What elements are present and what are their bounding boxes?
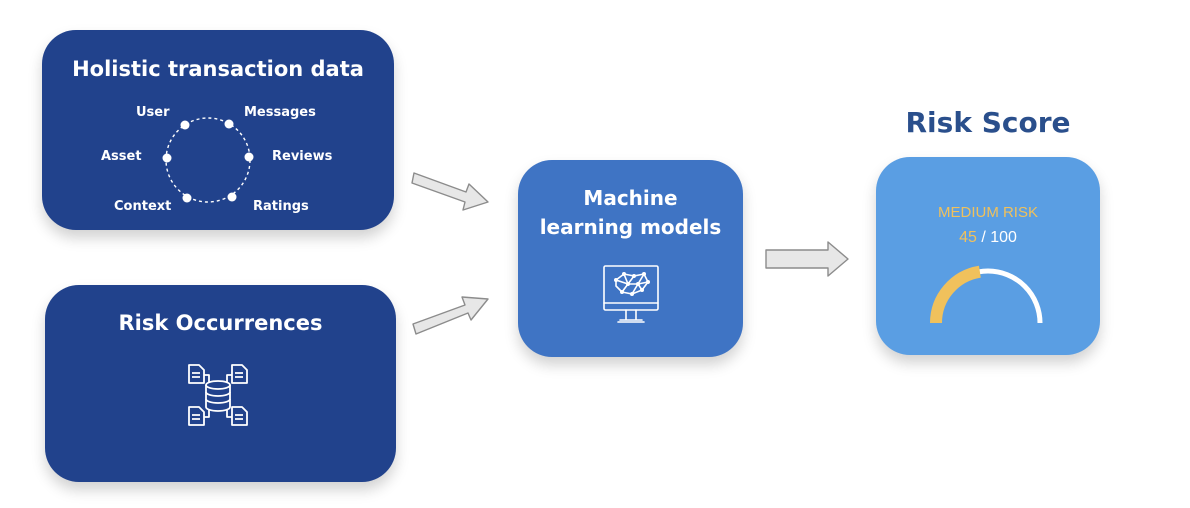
node-label-context: Context [114,199,172,214]
data-cycle-diagram [162,117,254,203]
score-separator: / [981,229,986,246]
node-label-ratings: Ratings [253,199,309,214]
node-dot-messages [224,119,234,129]
node-dot-ratings [227,192,237,202]
monitor-neural-network-icon [603,265,659,323]
score-readout: 45 / 100 [876,229,1100,247]
score-max: 100 [990,229,1017,246]
node-label-asset: Asset [101,149,142,164]
node-dot-user [180,120,190,130]
risk-level-label: MEDIUM RISK [937,204,1038,221]
node-dot-context [182,193,192,203]
risk-score-heading: Risk Score [905,106,1071,139]
dashed-cycle-ring [165,117,251,203]
arrow-ml-to-score [765,241,849,277]
node-dot-reviews [244,152,254,162]
score-value: 45 [959,229,977,246]
arrow-holistic-to-ml [411,172,489,211]
node-label-messages: Messages [244,105,316,120]
database-documents-icon [188,364,248,426]
node-label-reviews: Reviews [272,149,333,164]
risk-occurrences-box: Risk Occurrences [45,285,396,482]
machine-learning-models-box: Machine learning models [518,160,743,357]
risk-score-box: MEDIUM RISK 45 / 100 [876,157,1100,355]
holistic-transaction-data-box: Holistic transaction data User Messages … [42,30,394,230]
gauge-fill [930,265,982,324]
node-dot-asset [162,153,172,163]
ml-title-line2: learning models [539,215,722,239]
ml-title-line1: Machine [583,186,678,210]
risk-gauge [930,265,1043,324]
ml-title: Machine learning models [518,184,743,242]
node-label-user: User [136,105,170,120]
arrow-occurrences-to-ml [412,296,489,335]
risk-occurrences-title: Risk Occurrences [118,311,323,335]
holistic-title: Holistic transaction data [72,57,364,81]
